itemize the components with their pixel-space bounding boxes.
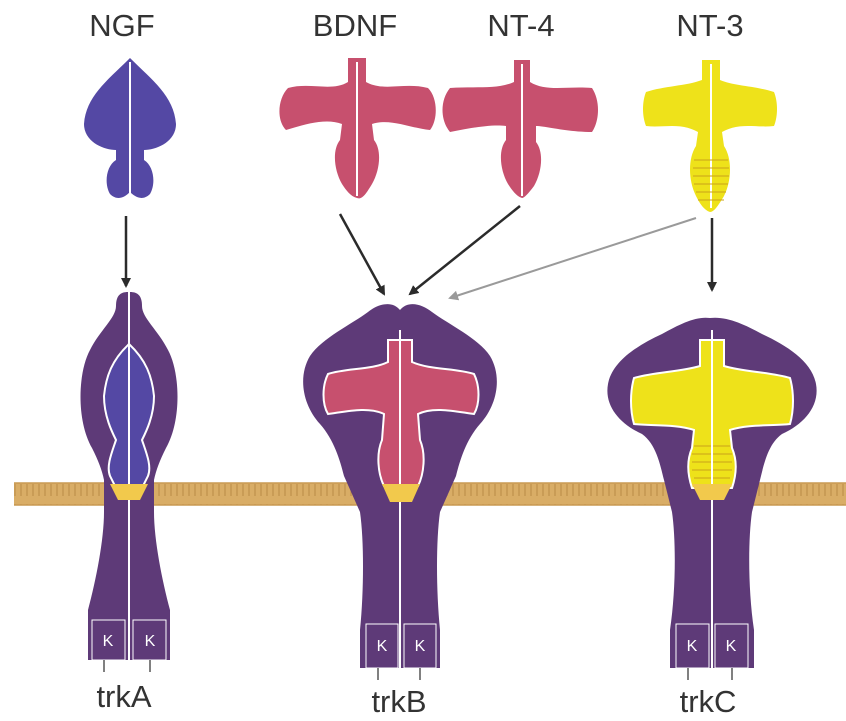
trka-receptor: K K: [81, 292, 178, 672]
bdnf-ligand: [279, 58, 435, 198]
trkc-kinase-right: K: [726, 638, 737, 655]
nt3-ligand: [643, 60, 777, 212]
receptor-label-trka: trkA: [96, 679, 151, 714]
trkc-kinase-left: K: [687, 638, 698, 655]
ligand-label-ngf: NGF: [89, 8, 154, 43]
ligand-label-nt4: NT-4: [487, 8, 554, 43]
nt4-ligand: [443, 60, 599, 198]
arrow-bdnf-to-trkb: [340, 214, 384, 294]
ligand-label-nt3: NT-3: [676, 8, 743, 43]
trka-kinase-right: K: [145, 633, 156, 650]
trkb-kinase-right: K: [415, 638, 426, 655]
arrow-nt3-to-trkb: [450, 218, 696, 298]
ligand-label-bdnf: BDNF: [313, 8, 397, 43]
trka-kinase-left: K: [103, 633, 114, 650]
trkb-kinase-left: K: [377, 638, 388, 655]
receptor-label-trkc: trkC: [680, 684, 737, 719]
receptor-label-trkb: trkB: [371, 684, 426, 719]
ngf-ligand: [84, 58, 176, 198]
